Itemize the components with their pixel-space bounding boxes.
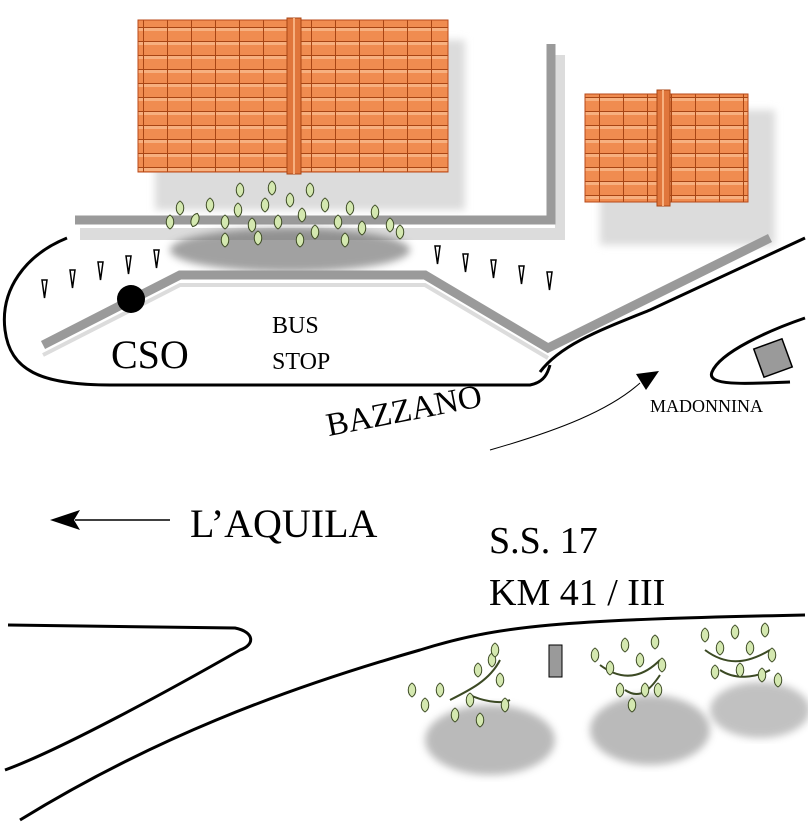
road-km-label: KM 41 / III (489, 572, 666, 614)
cso-label: CSO (111, 332, 189, 377)
road-number-label: S.S. 17 (489, 520, 598, 562)
curved-arrow-icon (489, 371, 659, 451)
boundary-wall (75, 44, 556, 225)
arrow-left-icon (50, 510, 170, 530)
wall-shadow (555, 55, 565, 240)
road-edge-top (538, 236, 806, 373)
trees-roadside (407, 622, 783, 728)
tree-shadow (710, 682, 808, 738)
main-road-edge-bottom (19, 613, 806, 822)
building-roof-large (137, 17, 449, 175)
parking-outline (2, 236, 552, 387)
main-road-edge-top (4, 623, 253, 772)
kerb-markers (41, 245, 553, 299)
tree-shadow (590, 695, 710, 765)
stop-label: STOP (272, 349, 331, 375)
madonnina-shrine (752, 337, 794, 379)
madonnina-label: MADONNINA (650, 396, 763, 416)
tree-shadow (425, 705, 555, 775)
building-roof-small (584, 89, 749, 207)
madonnina-loop (710, 316, 806, 385)
bus-label: BUS (272, 313, 319, 339)
laquila-label: L’AQUILA (190, 501, 378, 546)
cso-marker (117, 285, 145, 313)
tree-shadow (170, 228, 410, 272)
roadside-post (548, 644, 563, 678)
